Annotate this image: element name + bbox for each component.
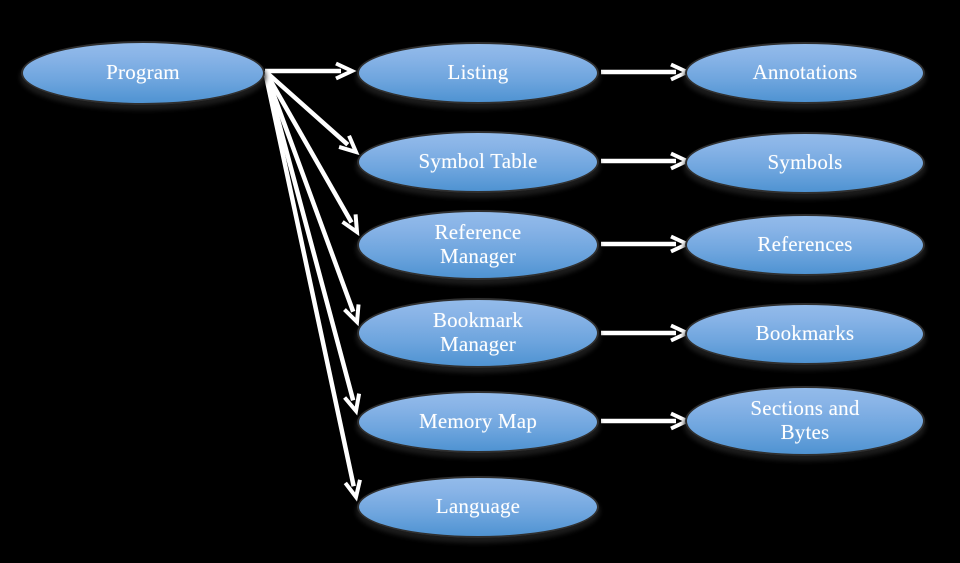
edge-symbol-table-symbols — [601, 151, 692, 171]
node-label-references: References — [757, 232, 853, 257]
node-listing[interactable]: Listing — [357, 42, 599, 104]
node-references[interactable]: References — [685, 214, 925, 276]
edge-program-listing — [265, 61, 357, 81]
edge-program-language — [262, 70, 362, 502]
edge-listing-annotations — [601, 62, 692, 82]
node-label-program: Program — [106, 60, 180, 85]
node-bookmarks[interactable]: Bookmarks — [685, 303, 925, 365]
node-program[interactable]: Program — [21, 41, 265, 105]
edge-bookmark-manager-bookmarks — [601, 323, 692, 343]
edge-reference-manager-references — [601, 234, 692, 254]
node-label-symbol-table: Symbol Table — [418, 149, 538, 174]
edge-arrowhead — [335, 61, 357, 81]
edge-arrowhead — [343, 393, 362, 416]
node-annotations[interactable]: Annotations — [685, 42, 925, 104]
edge-arrowhead — [343, 479, 362, 502]
node-label-language: Language — [435, 494, 521, 519]
edge-line — [262, 70, 356, 487]
edge-program-memory-map — [262, 70, 362, 416]
edge-arrowhead — [341, 214, 360, 237]
node-language[interactable]: Language — [357, 476, 599, 538]
node-label-symbols: Symbols — [767, 150, 843, 175]
node-label-memory-map: Memory Map — [418, 409, 538, 434]
edge-program-bookmark-manager — [262, 70, 361, 327]
edge-program-reference-manager — [263, 69, 360, 237]
node-label-listing: Listing — [447, 60, 509, 85]
node-label-annotations: Annotations — [752, 60, 858, 85]
edge-line — [263, 69, 350, 147]
node-symbols[interactable]: Symbols — [685, 132, 925, 194]
edge-line — [262, 70, 356, 313]
edge-arrowhead — [338, 134, 360, 156]
node-memory-map[interactable]: Memory Map — [357, 391, 599, 453]
node-symbol-table[interactable]: Symbol Table — [357, 131, 599, 193]
edge-line — [263, 69, 354, 224]
edge-arrowhead — [343, 304, 361, 327]
node-label-bookmarks: Bookmarks — [755, 321, 855, 346]
edge-memory-map-sections-bytes — [601, 411, 692, 431]
edge-line — [262, 70, 356, 401]
edge-program-symbol-table — [263, 69, 360, 156]
